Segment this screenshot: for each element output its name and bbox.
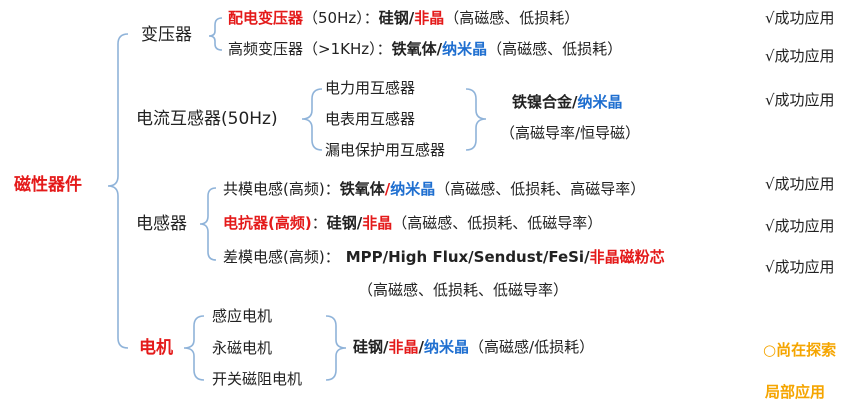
separator: / [418,338,424,356]
material-nanocrystalline: 纳米晶 [390,180,436,198]
properties: （高磁感、低损耗、低磁导率） [392,214,603,232]
motor-right-bracket [325,315,347,381]
ct-item-leakage: 漏电保护用互感器 [325,141,446,159]
material-nanocrystalline: 纳米晶 [577,93,623,111]
status-motor-partial: 局部应用 [765,383,826,401]
colon: ： [311,214,327,232]
status-reactor: √成功应用 [765,217,835,235]
material-amorphous: 非晶 [388,338,419,356]
separator: / [572,93,578,111]
ct-properties: （高磁导率/恒导磁） [500,124,641,142]
distribution-transformer-name: 配电变压器 [228,9,304,27]
material-ferrite: 铁氧体 [339,180,385,198]
separator: / [356,214,363,232]
properties: （高磁感、低损耗） [487,40,623,58]
properties: （高磁感/低损耗） [469,338,595,356]
reactor-name: 电抗器(高频) [223,214,312,232]
material-nanocrystalline: 纳米晶 [424,338,470,356]
material-amorphous-powder-core: 非晶磁粉芯 [589,248,665,266]
inductor-row-reactor: 电抗器(高频)：硅钢/非晶（高磁感、低损耗、低磁导率） [223,216,602,231]
root-label: 磁性器件 [14,175,82,195]
ct-right-bracket [465,88,487,151]
motor-label: 电机 [139,338,173,358]
ct-item-meter: 电表用互感器 [325,110,416,128]
material-powder-cores: MPP/High Flux/Sendust/FeSi [345,248,585,266]
properties: （高磁感、低损耗） [444,9,580,27]
material-silicon-steel: 硅钢 [326,214,357,232]
transformer-row-distribution: 配电变压器（50Hz）：硅钢/非晶（高磁感、低损耗） [228,11,579,26]
status-transformer-distribution: √成功应用 [765,9,835,27]
highfreq-transformer-name: 高频变压器（>1KHz）： [228,40,392,58]
properties: （高磁感、低损耗、高磁导率） [435,180,646,198]
separator: / [436,40,443,58]
inductor-row-common-mode: 共模电感(高频)：铁氧体/纳米晶（高磁感、低损耗、高磁导率） [223,182,645,197]
material-fe-ni-alloy: 铁镍合金 [512,93,573,111]
material-nanocrystalline: 纳米晶 [442,40,488,58]
material-amorphous: 非晶 [362,214,393,232]
separator: / [384,180,391,198]
status-common-mode: √成功应用 [765,175,835,193]
status-ct: √成功应用 [765,91,835,109]
differential-properties: （高磁感、低损耗、低磁导率） [358,281,569,299]
status-differential: √成功应用 [765,258,835,276]
inductor-bracket [199,187,217,261]
status-transformer-highfreq: √成功应用 [765,47,835,65]
motor-item-permanent-magnet: 永磁电机 [212,339,273,357]
ct-materials: 铁镍合金/纳米晶 [512,95,623,110]
inductor-row-differential: 差模电感(高频)： MPP/High Flux/Sendust/FeSi/非晶磁粉… [223,250,665,265]
ct-label: 电流互感器(50Hz) [136,109,278,129]
motor-item-switched-reluctance: 开关磁阻电机 [212,370,303,388]
material-silicon-steel: 硅钢 [353,338,384,356]
status-motor-exploring: ○尚在探索 [763,341,837,359]
differential-inductor-name: 差模电感(高频)： [223,248,340,266]
motor-left-bracket [183,315,205,381]
inductor-label: 电感器 [136,214,187,234]
root-bracket [107,33,129,349]
material-amorphous: 非晶 [414,9,445,27]
ct-left-bracket [301,88,323,151]
material-silicon-steel: 硅钢 [378,9,409,27]
separator: / [408,9,415,27]
ct-item-power: 电力用互感器 [325,79,416,97]
transformer-row-highfreq: 高频变压器（>1KHz）：铁氧体/纳米晶（高磁感、低损耗） [228,42,622,57]
separator: / [584,248,590,266]
distribution-freq: （50Hz）： [303,9,379,27]
motor-item-induction: 感应电机 [212,307,273,325]
material-ferrite: 铁氧体 [391,40,437,58]
transformer-label: 变压器 [141,25,192,45]
common-mode-inductor-name: 共模电感(高频)： [223,180,340,198]
separator: / [383,338,389,356]
transformer-bracket [208,17,223,51]
motor-materials: 硅钢/非晶/纳米晶（高磁感/低损耗） [353,340,594,355]
